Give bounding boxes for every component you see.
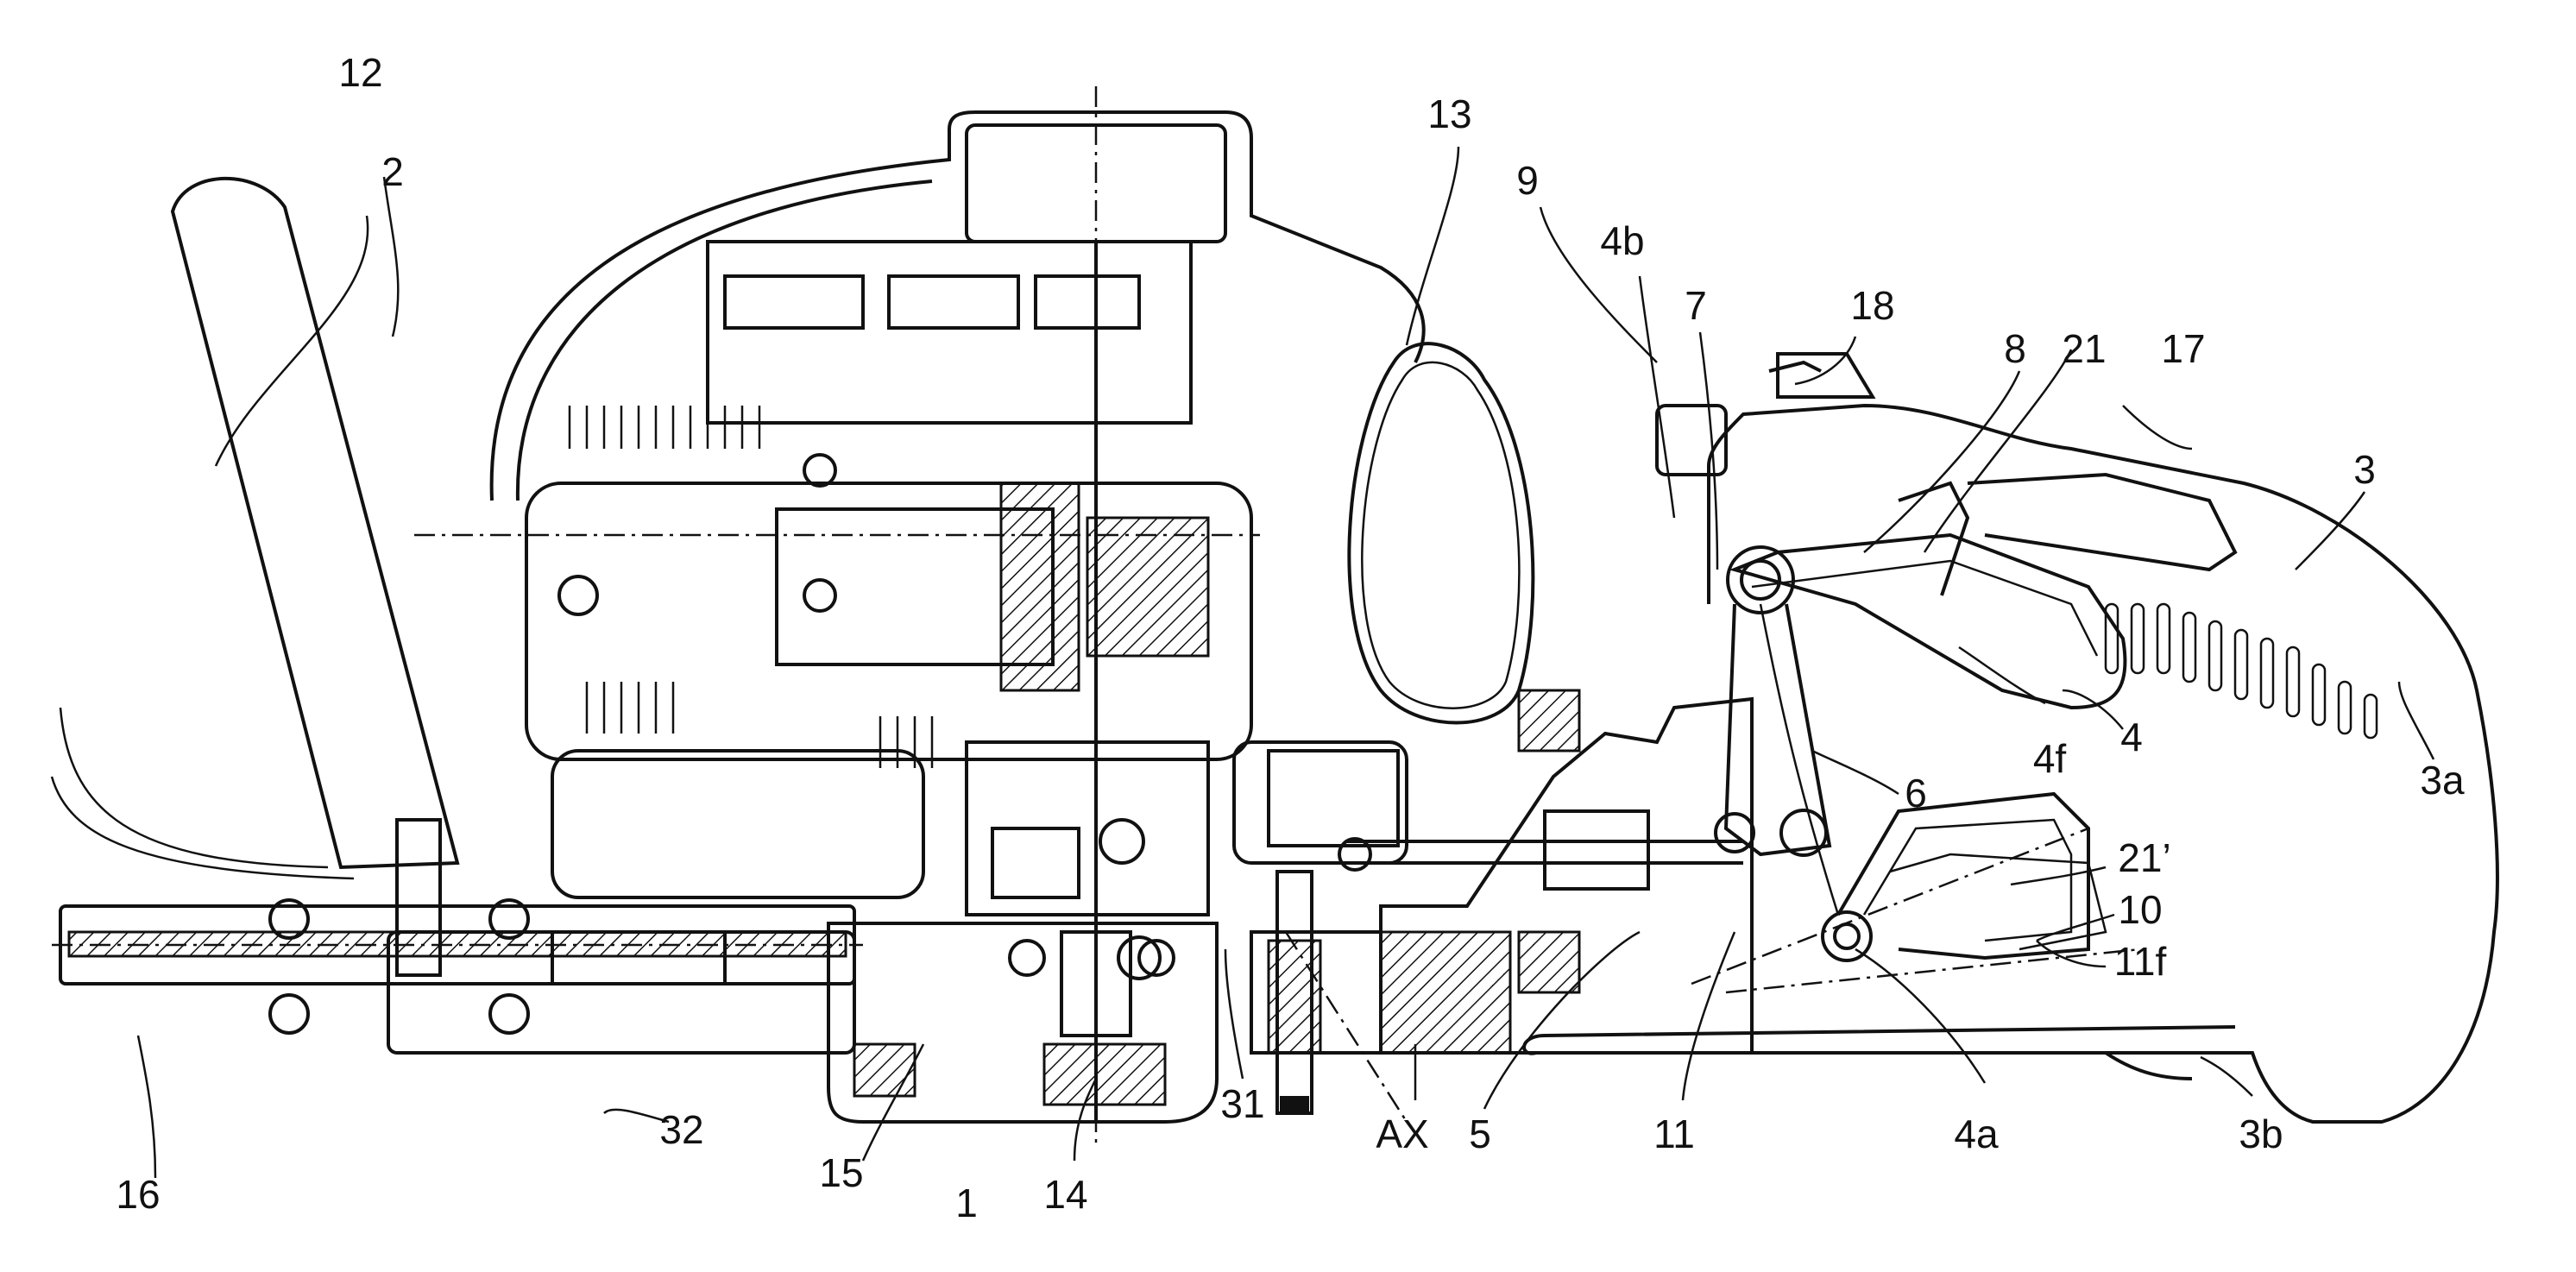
- label-16: 16: [116, 1172, 160, 1217]
- engine-cover: [492, 112, 1424, 897]
- crank-mechanism: [1251, 690, 1752, 1122]
- label-8: 8: [2004, 326, 2026, 371]
- label-3b: 3b: [2239, 1111, 2283, 1156]
- label-13: 13: [1427, 91, 1471, 136]
- label-4f: 4f: [2033, 736, 2067, 781]
- label-3: 3: [2353, 447, 2376, 492]
- label-11: 11: [1653, 1111, 1695, 1156]
- label-10: 10: [2118, 887, 2162, 932]
- drive-shaft-tube: [52, 820, 863, 1053]
- label-21: 21: [2062, 326, 2106, 371]
- label-4: 4: [2120, 715, 2143, 759]
- label-3a: 3a: [2420, 758, 2465, 803]
- vent-slots: [2106, 604, 2377, 738]
- label-11f: 11f: [2114, 939, 2167, 984]
- label-17: 17: [2161, 326, 2205, 371]
- label-4a: 4a: [1954, 1111, 1999, 1156]
- label-32: 32: [659, 1107, 703, 1152]
- label-14: 14: [1043, 1172, 1087, 1217]
- label-AX: AX: [1376, 1111, 1428, 1156]
- label-15: 15: [819, 1150, 863, 1195]
- gearbox-housing: [828, 742, 1217, 1122]
- label-5: 5: [1469, 1111, 1491, 1156]
- label-12: 12: [338, 50, 382, 95]
- label-4b: 4b: [1600, 218, 1644, 263]
- cooling-fins: [570, 406, 932, 768]
- label-21p: 21’: [2118, 835, 2170, 880]
- engine-internals: [414, 86, 1260, 1148]
- label-7: 7: [1685, 283, 1707, 328]
- blade-housing: [1524, 354, 2497, 1122]
- rear-handle: [52, 179, 457, 878]
- label-1: 1: [955, 1181, 978, 1225]
- label-2: 2: [381, 149, 404, 194]
- label-6: 6: [1905, 771, 1927, 815]
- label-18: 18: [1850, 283, 1894, 328]
- fuel-tank: [1234, 343, 1533, 863]
- label-9: 9: [1516, 158, 1539, 203]
- label-31: 31: [1220, 1081, 1264, 1126]
